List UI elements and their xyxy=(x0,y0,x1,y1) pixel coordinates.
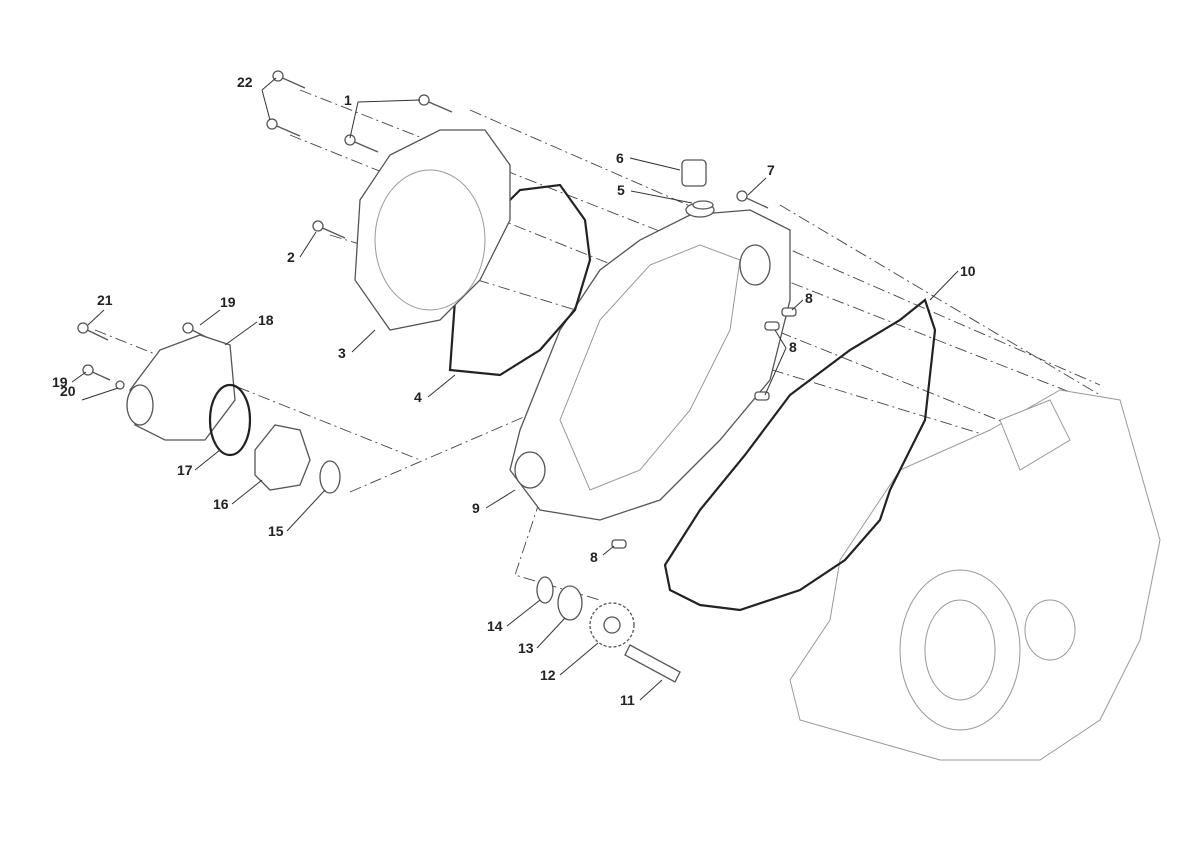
callout-8: 8 xyxy=(590,549,598,565)
callout-2: 2 xyxy=(287,249,295,265)
callout-6: 6 xyxy=(616,150,624,166)
bolts xyxy=(77,70,769,381)
gasket-10 xyxy=(663,298,937,612)
callout-8: 8 xyxy=(805,290,813,306)
callout-7: 7 xyxy=(767,162,775,178)
clutch-cover-9 xyxy=(509,202,791,521)
callout-16: 16 xyxy=(213,496,229,512)
callout-8: 8 xyxy=(789,339,797,355)
dowel-pins xyxy=(611,307,797,549)
callout-14: 14 xyxy=(487,618,503,634)
callout-21: 21 xyxy=(97,292,113,308)
callouts: 22 1 6 7 5 2 10 21 19 18 8 3 8 19 20 4 1… xyxy=(52,74,976,708)
water-pump-parts xyxy=(115,334,341,494)
callout-1: 1 xyxy=(344,92,352,108)
callout-22: 22 xyxy=(237,74,253,90)
crankcase xyxy=(789,389,1161,761)
callout-13: 13 xyxy=(518,640,534,656)
callout-9: 9 xyxy=(472,500,480,516)
callout-19: 19 xyxy=(52,374,68,390)
callout-18: 18 xyxy=(258,312,274,328)
pump-shaft-parts xyxy=(536,576,681,683)
outer-cover-3 xyxy=(354,129,511,331)
callout-4: 4 xyxy=(414,389,422,405)
callout-19: 19 xyxy=(220,294,236,310)
callout-17: 17 xyxy=(177,462,193,478)
callout-11: 11 xyxy=(620,692,635,708)
callout-3: 3 xyxy=(338,345,346,361)
callout-5: 5 xyxy=(617,182,625,198)
callout-12: 12 xyxy=(540,667,556,683)
callout-15: 15 xyxy=(268,523,284,539)
callout-10: 10 xyxy=(960,263,976,279)
oil-plug-6 xyxy=(681,159,714,210)
callout-20: 20 xyxy=(60,383,76,399)
